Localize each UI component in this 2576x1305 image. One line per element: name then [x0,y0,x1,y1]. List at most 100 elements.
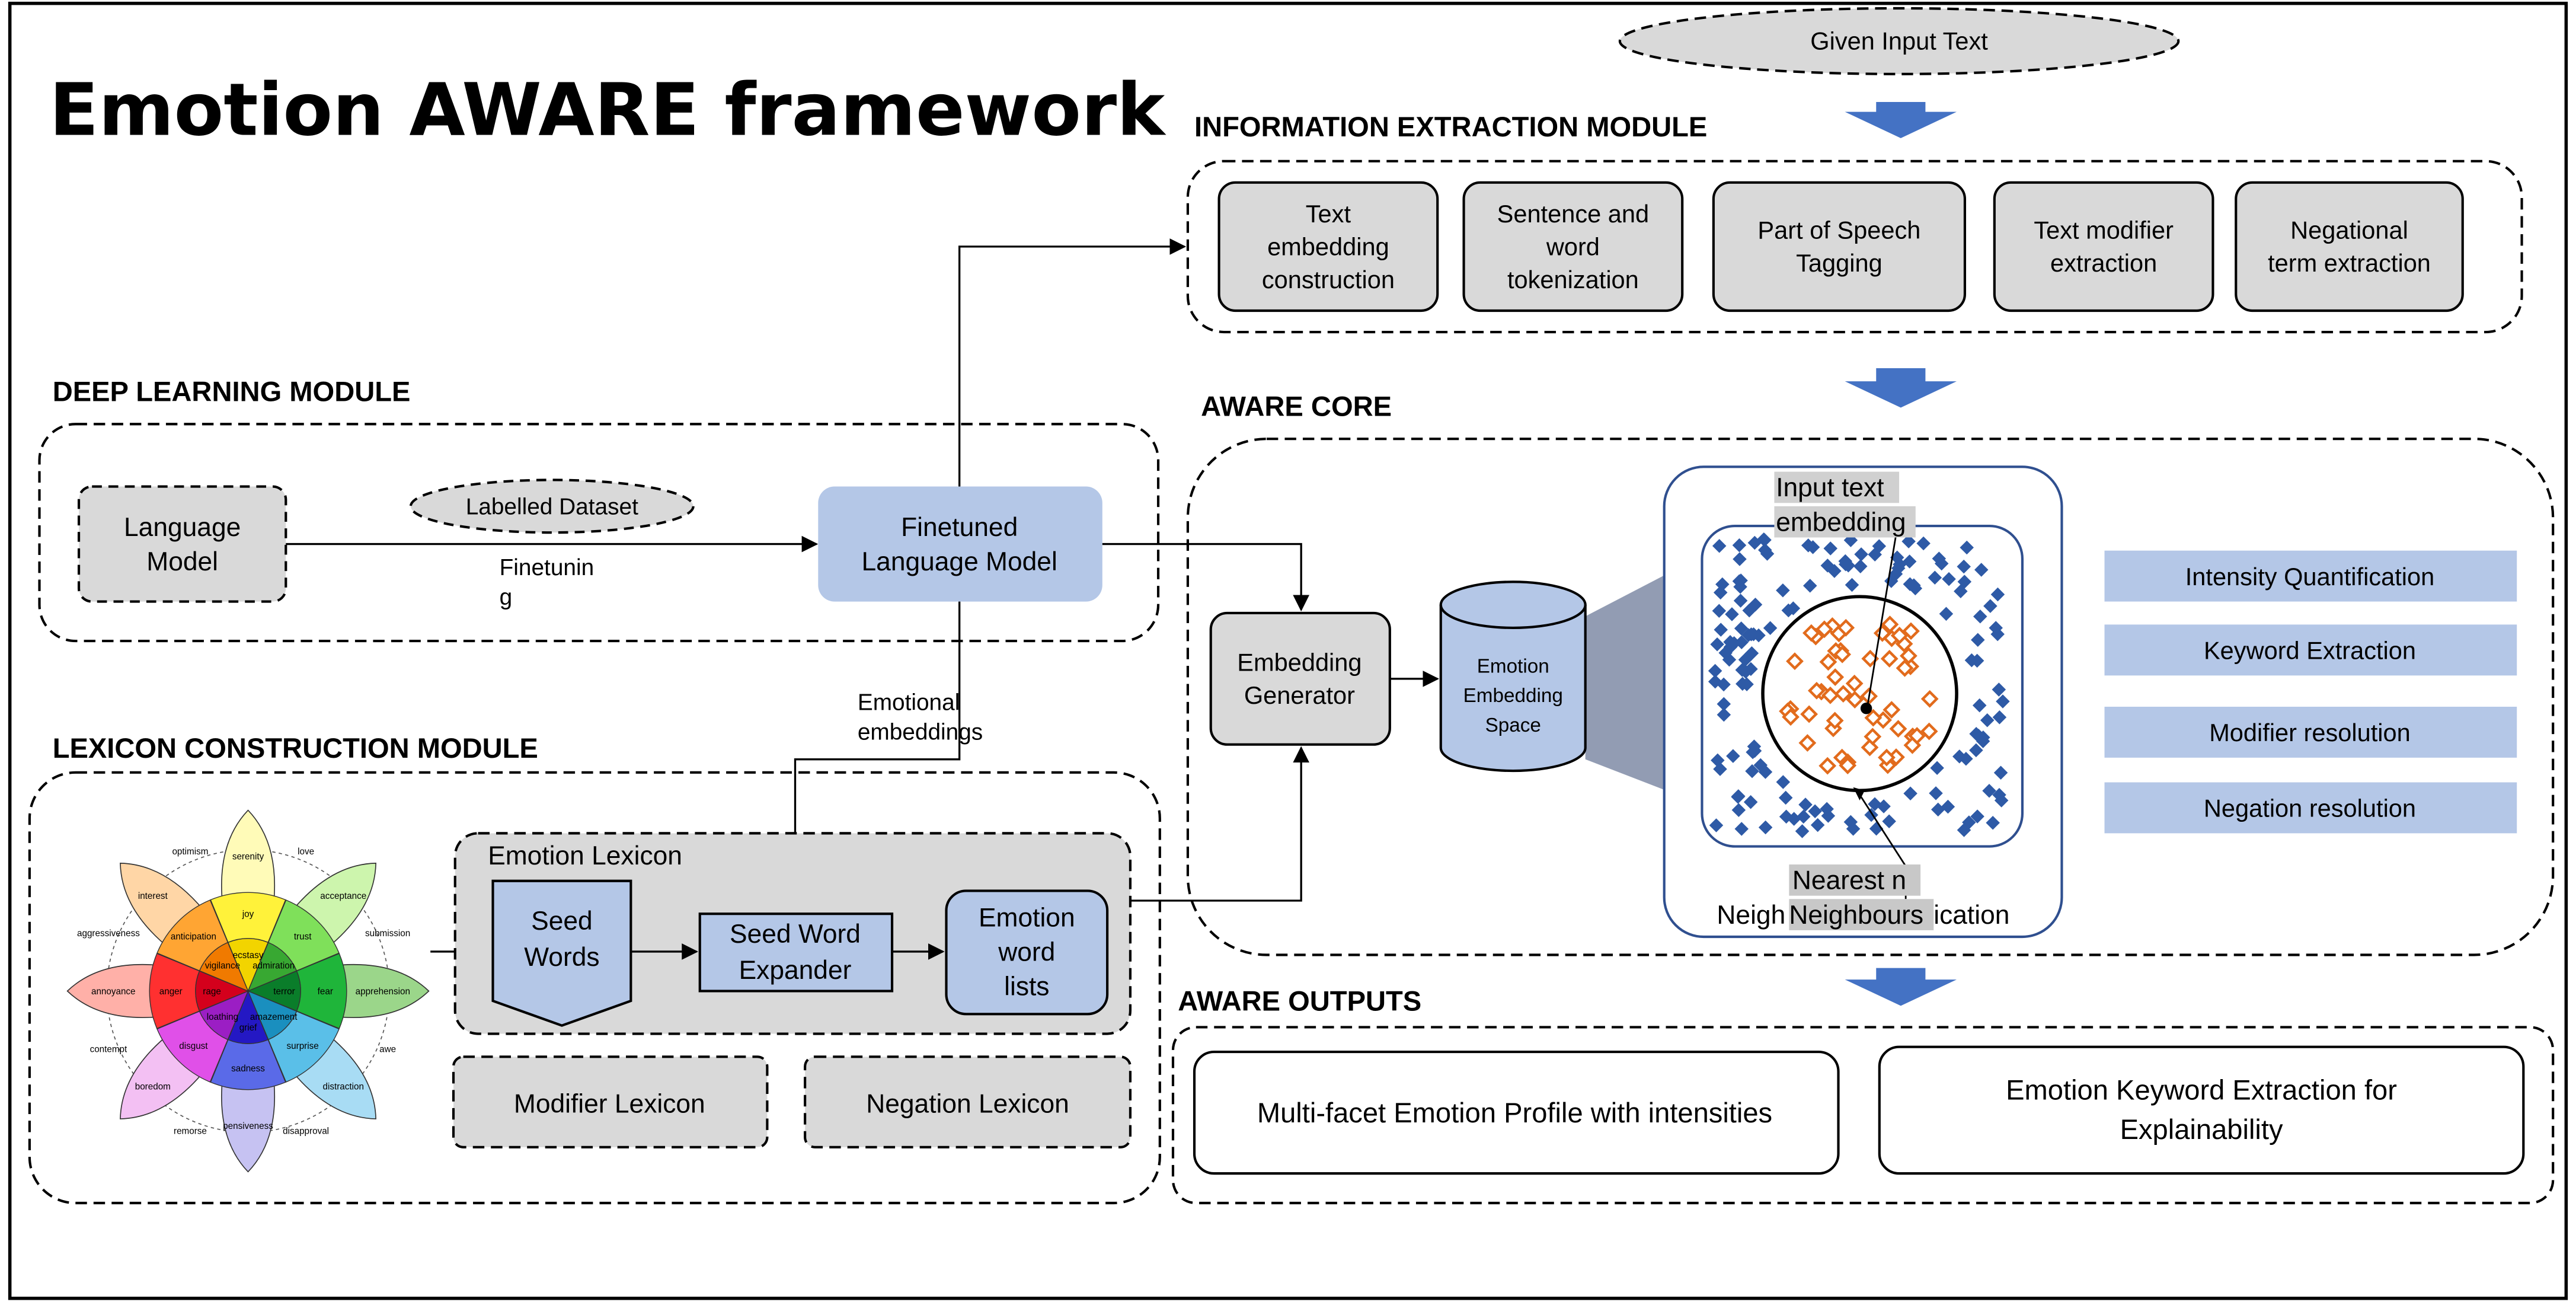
scatter-point-blue [1976,734,1990,748]
emotion-lexicon-label: Emotion Lexicon [488,841,682,870]
embedding-space-line-1: Emotion [1477,655,1549,677]
wheel-label-middle-7: anger [159,987,183,997]
petal-inner-grief [227,990,269,1044]
scatter-point-orange [1839,757,1857,774]
wheel-label-outer-3: apprehension [356,987,410,997]
language-model-line-1: Language [124,513,241,542]
output-keywords-line-2: Explainability [2120,1113,2283,1145]
embedding-space-line-3: Space [1485,714,1541,736]
wheel-label-inner-6: loathing [207,1012,238,1022]
info-box-5-label-line-1: Negational [2290,216,2408,244]
scatter-point-orange [1815,620,1833,639]
scatter-point-blue [1763,621,1778,636]
scatter-point-orange [1819,653,1837,671]
info-box-2-label-line-1: Sentence and [1497,200,1650,228]
core-module-container [1186,438,2555,956]
info-box-1 [1217,181,1439,312]
wheel-label-dyad-2: submission [365,929,410,939]
emotion-word-lists-box [945,889,1109,1016]
flow-arrow-3 [1845,968,1957,1006]
overlap-text-left: Neigh [1717,901,1785,930]
info-box-3-label-line-1: Part of Speech [1757,216,1920,244]
wheel-label-middle-6: disgust [179,1041,208,1051]
wheel-label-dyad-5: remorse [174,1126,207,1136]
wheel-label-inner-4: amazement [250,1012,298,1022]
emotional-embeddings-line-1: Emotional [858,690,960,716]
deep-module-container [38,423,1160,643]
scatter-point-orange [1818,757,1837,775]
embedding-space-cylinder-top [1439,580,1587,630]
info-module-title: INFORMATION EXTRACTION MODULE [1194,111,1707,142]
scatter-point-blue [1890,550,1904,565]
wheel-label-dyad-7: aggressiveness [77,929,140,939]
arrow-to-embedding-generator [1102,543,1310,612]
lexicon-module-title: LEXICON CONSTRUCTION MODULE [53,732,538,764]
feature-label-1: Intensity Quantification [2185,563,2434,591]
scatter-point-orange [1920,722,1938,741]
finetuned-model-box [818,486,1102,602]
nearest-label-bg-2 [1789,899,1934,930]
seed-expander-box [698,912,894,993]
info-box-3 [1712,181,1967,312]
seed-words-line-2: Words [524,943,599,972]
scatter-point-orange [1833,645,1852,663]
scatter-point-orange [1887,748,1905,766]
scatter-point-blue [1970,809,1984,824]
output-labels: Multi-facet Emotion Profile with intensi… [1257,1074,2397,1145]
negation-lexicon-box [804,1055,1132,1148]
scatter-point-blue [1868,547,1882,561]
output-box-keywords [1878,1045,2525,1175]
emotion-word-lists-line-1: Emotion [979,903,1075,932]
wheel-label-outer-6: boredom [135,1082,171,1092]
scatter-point-blue [1854,547,1868,561]
wheel-label-middle-5: sadness [231,1064,265,1074]
scatter-point-blue [1983,599,1997,613]
petal-inner-admiration [247,942,298,992]
info-module-container [1186,159,2523,334]
wheel-label-dyad-6: contempt [90,1044,127,1054]
wheel-label-middle-1: joy [242,910,254,920]
query-point [1860,703,1872,714]
feature-box-3 [2104,706,2517,758]
scatter-point-orange [1786,652,1804,671]
wheel-label-inner-3: terror [273,987,295,997]
nearest-label-bg-1 [1789,864,1921,896]
emotional-embeddings-line-2: embeddings [858,719,983,745]
embedding-space-cylinder [1439,605,1587,773]
arrow-lexicon-to-generator [1130,746,1310,902]
feature-box-2 [2104,624,2517,676]
finetuned-model-line-2: Language Model [862,547,1057,576]
feature-box-4 [2104,782,2517,834]
scatter-point-blue [1745,764,1759,778]
flow-arrow-1 [1845,101,1957,138]
wheel-label-dyad-3: awe [379,1044,396,1054]
scatter-point-orange [1846,691,1864,709]
wheel-label-middle-2: trust [294,932,312,942]
info-box-4-label-line-2: extraction [2050,249,2157,277]
scatter-point-orange [1878,748,1896,767]
page-title: Emotion AWARE framework [49,68,1166,152]
modifier-lexicon-label: Modifier Lexicon [514,1090,705,1119]
scatter-point-orange [1807,681,1826,700]
scatter-point-orange [1883,701,1901,719]
embedding-space-line-2: Embedding [1463,685,1563,707]
outputs-module-title: AWARE OUTPUTS [1178,985,1421,1017]
petal-inner-loathing [199,990,249,1041]
scatter-point-orange [1896,659,1914,677]
info-box-1-label-line-1: Text [1306,200,1351,228]
wheel-label-middle-3: fear [318,987,333,997]
scatter-point-orange [1900,647,1917,665]
wheel-label-outer-5: pensiveness [223,1121,273,1131]
info-box-2 [1462,181,1684,312]
wheel-label-middle-4: surprise [287,1041,319,1051]
scatter-point-orange [1800,705,1818,723]
info-box-1-label-line-2: embedding [1267,232,1389,260]
nearest-label-2: Neighbours [1789,901,1923,930]
